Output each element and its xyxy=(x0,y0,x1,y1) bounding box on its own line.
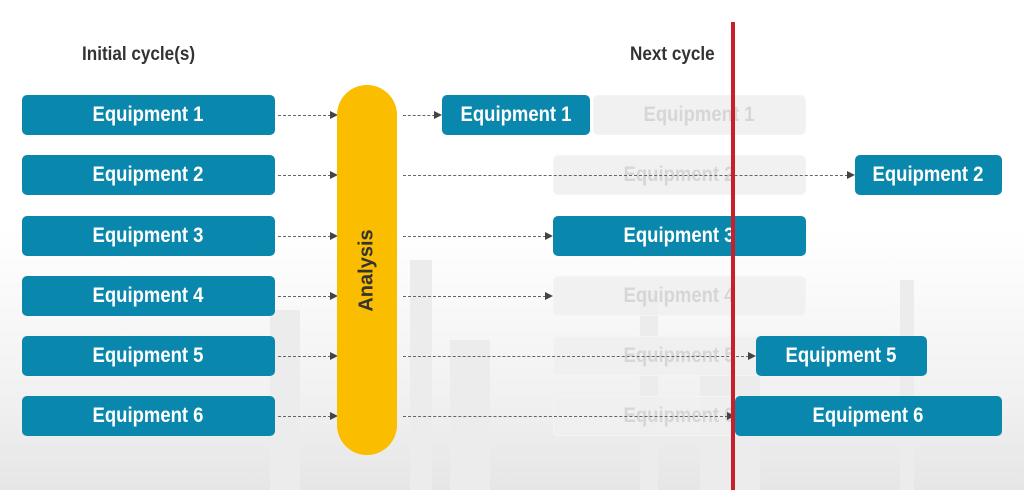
next-equipment-5: Equipment 5 xyxy=(756,336,927,376)
initial-equipment-6: Equipment 6 xyxy=(22,396,275,436)
next-equipment-2: Equipment 2 xyxy=(855,155,1002,195)
ghost-equipment-4: Equipment 4 xyxy=(553,276,806,316)
initial-equipment-4: Equipment 4 xyxy=(22,276,275,316)
next-equipment-6: Equipment 6 xyxy=(735,396,1002,436)
arrow xyxy=(278,231,338,240)
arrow xyxy=(278,110,338,119)
initial-equipment-5: Equipment 5 xyxy=(22,336,275,376)
arrow xyxy=(278,170,338,179)
ghost-equipment-1: Equipment 1 xyxy=(593,95,806,135)
arrow xyxy=(403,291,553,300)
arrow xyxy=(278,411,338,420)
analysis-block: Analysis xyxy=(337,85,397,455)
next-equipment-3: Equipment 3 xyxy=(553,216,806,256)
initial-equipment-1: Equipment 1 xyxy=(22,95,275,135)
initial-equipment-3: Equipment 3 xyxy=(22,216,275,256)
arrow xyxy=(403,351,756,360)
arrow xyxy=(403,110,442,119)
initial-equipment-2: Equipment 2 xyxy=(22,155,275,195)
next-equipment-1: Equipment 1 xyxy=(442,95,590,135)
cutoff-line xyxy=(731,22,735,490)
arrow xyxy=(278,351,338,360)
arrow xyxy=(278,291,338,300)
arrow xyxy=(403,231,553,240)
header-next-cycle: Next cycle xyxy=(630,44,715,65)
header-initial-cycle: Initial cycle(s) xyxy=(82,44,196,65)
arrow xyxy=(403,170,855,179)
arrow xyxy=(403,411,735,420)
